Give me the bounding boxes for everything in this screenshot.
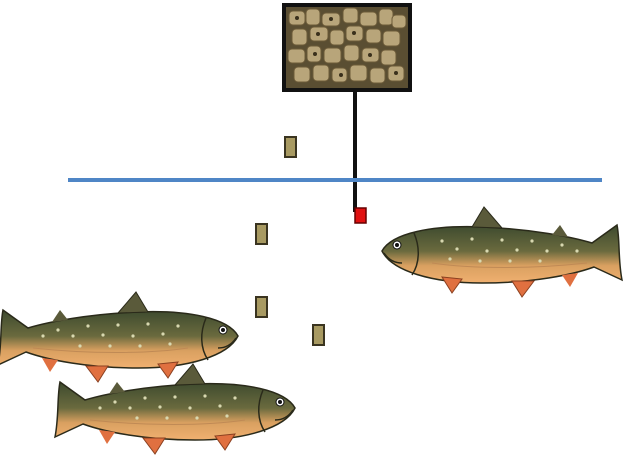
trigger-red-icon[interactable] (354, 207, 367, 224)
falling-pellet (284, 136, 297, 158)
falling-pellet (312, 324, 325, 346)
pellets-pile-icon (286, 7, 408, 88)
fish-char-icon (381, 206, 623, 298)
falling-pellet (255, 296, 268, 318)
fish-char-icon (0, 291, 239, 383)
fish-char-icon (54, 363, 296, 455)
falling-pellet (255, 223, 268, 245)
food-pellets-image (282, 3, 412, 92)
